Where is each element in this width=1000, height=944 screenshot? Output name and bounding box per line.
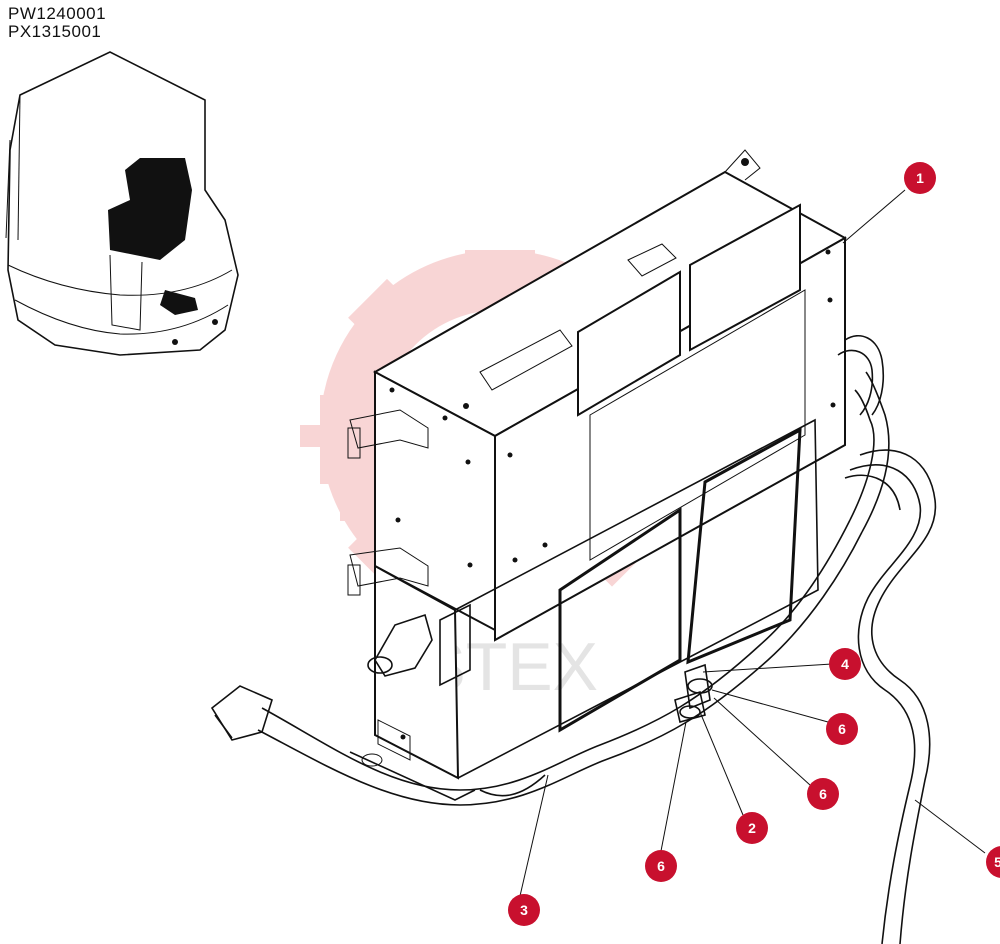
callout-6-c: 6 [645, 850, 677, 882]
svg-text:6: 6 [819, 786, 827, 802]
machine-thumbnail [5, 51, 239, 356]
svg-text:3: 3 [520, 902, 528, 918]
svg-text:4: 4 [841, 656, 849, 672]
connector-fitting [367, 603, 471, 687]
harness-plug [210, 685, 273, 741]
leader-lines [519, 189, 986, 897]
rivets [389, 249, 836, 740]
hose-fittings [674, 663, 713, 723]
callout-5: 5 [986, 846, 1000, 878]
svg-text:1: 1 [916, 170, 924, 186]
callout-4: 4 [829, 648, 861, 680]
part-code-1: PW1240001 [8, 4, 107, 23]
module-panel-b [689, 203, 801, 352]
callout-2: 2 [736, 812, 768, 844]
cover-plate-left [558, 507, 682, 733]
callout-6-a: 6 [826, 713, 858, 745]
callout-3: 3 [508, 894, 540, 926]
svg-text:2: 2 [748, 820, 756, 836]
callout-6-b: 6 [807, 778, 839, 810]
svg-text:6: 6 [657, 858, 665, 874]
callout-1: 1 [904, 162, 936, 194]
module-panel-a [577, 270, 681, 417]
cover-plate-right [686, 427, 802, 665]
part-code-2: PX1315001 [8, 22, 102, 41]
cable-harness [257, 335, 937, 944]
svg-text:5: 5 [994, 854, 1000, 870]
svg-text:6: 6 [838, 721, 846, 737]
